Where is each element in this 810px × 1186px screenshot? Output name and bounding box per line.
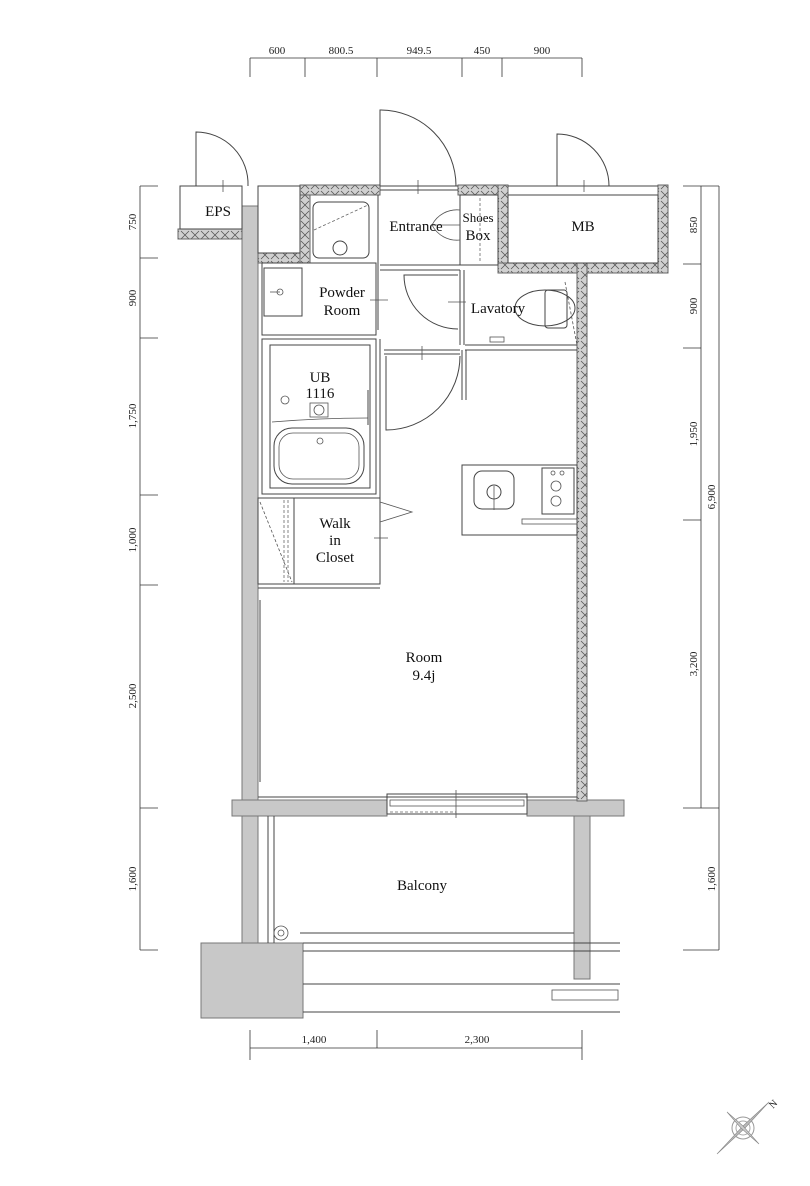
compass-rose-icon: N — [716, 1098, 780, 1155]
label-lavatory: Lavatory — [471, 301, 526, 317]
label-room-line1: Room — [406, 650, 443, 666]
dim-right-4: 3,200 — [688, 651, 700, 676]
dim-left-6: 1,600 — [127, 866, 139, 891]
hatched-walls — [177, 184, 669, 802]
label-walk-in-closet-line3: Closet — [316, 550, 355, 566]
bottom-dimension-line: 1,400 2,300 — [249, 1030, 583, 1060]
label-room-line2: 9.4j — [413, 668, 436, 684]
dim-right-total: 6,900 — [706, 484, 718, 509]
fixtures — [263, 201, 620, 1013]
label-mb: MB — [571, 219, 594, 235]
label-powder-room-line2: Room — [324, 303, 361, 319]
label-shoes-box-line1: Shoes — [462, 210, 493, 225]
dim-left-5: 2,500 — [127, 683, 139, 708]
label-balcony: Balcony — [397, 878, 447, 894]
dim-left-3: 1,750 — [127, 403, 139, 428]
top-dimension-line: 600 800.5 949.5 450 900 — [249, 45, 583, 77]
dim-top-4: 450 — [474, 45, 491, 57]
dim-left-4: 1,000 — [127, 527, 139, 552]
right-dimension-line: 850 900 1,950 3,200 1,600 6,900 — [683, 185, 720, 951]
label-eps: EPS — [205, 204, 231, 220]
dim-right-5: 1,600 — [706, 866, 718, 891]
label-walk-in-closet-line1: Walk — [319, 516, 351, 532]
room-labels: EPS Entrance Shoes Box MB Powder Room La… — [205, 204, 595, 894]
dim-top-3: 949.5 — [407, 45, 432, 57]
label-ub-line2: 1116 — [306, 386, 335, 402]
label-shoes-box-line2: Box — [465, 228, 491, 244]
label-entrance: Entrance — [389, 219, 443, 235]
dim-right-2: 900 — [688, 297, 700, 314]
compass-north-label: N — [767, 1098, 780, 1111]
dim-top-1: 600 — [269, 45, 286, 57]
label-walk-in-closet-line2: in — [329, 533, 341, 549]
interior-partitions — [179, 185, 659, 818]
label-ub-line1: UB — [310, 370, 331, 386]
left-dimension-line: 750 900 1,750 1,000 2,500 1,600 — [127, 185, 158, 951]
dim-bottom-1: 1,400 — [302, 1034, 327, 1046]
dim-left-2: 900 — [127, 289, 139, 306]
dim-bottom-2: 2,300 — [465, 1034, 490, 1046]
label-powder-room-line1: Powder — [319, 285, 365, 301]
dim-top-5: 900 — [534, 45, 551, 57]
dim-top-2: 800.5 — [329, 45, 354, 57]
dim-left-1: 750 — [127, 213, 139, 230]
doors — [195, 109, 610, 539]
structural-walls — [200, 205, 625, 1019]
dim-right-3: 1,950 — [688, 421, 700, 446]
dim-right-1: 850 — [688, 216, 700, 233]
